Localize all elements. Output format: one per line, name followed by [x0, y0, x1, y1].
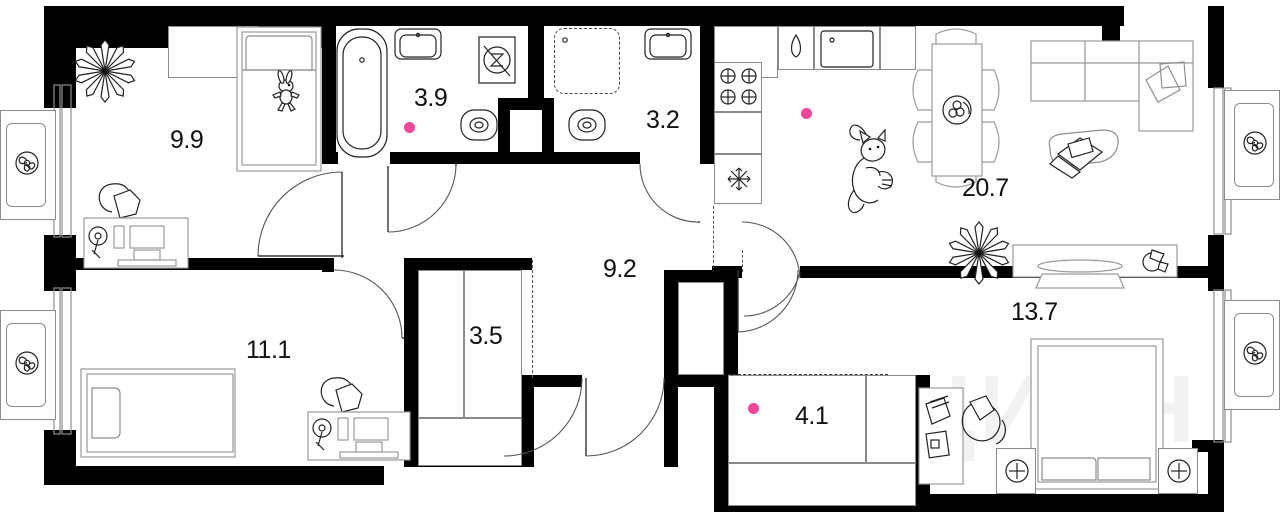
area-label-hallway: 9.2 [603, 255, 637, 283]
door-child-room[interactable] [254, 168, 346, 260]
marker-kitchen[interactable] [801, 108, 812, 119]
kitchen-base-cabinet [714, 112, 762, 154]
wardrobe-storage-bottom [418, 418, 522, 466]
plant-icon [948, 221, 1010, 285]
marker-laundry[interactable] [748, 403, 759, 414]
wall-kitchen-bedroom-left [712, 266, 742, 278]
area-label-master-bedroom: 13.7 [1011, 298, 1058, 326]
laundry-closet-interior [678, 282, 724, 375]
desk-icon [307, 377, 411, 461]
area-label-bedroom-left: 11.1 [246, 336, 291, 364]
sofa-icon [1030, 40, 1194, 132]
wall-child-bath [322, 26, 336, 164]
stove-burners-icon [720, 68, 757, 105]
desk-icon [83, 183, 189, 269]
area-label-bathroom-second: 3.2 [646, 106, 680, 134]
air-conditioner-icon [1243, 131, 1267, 155]
wall-bath-main-bottom [322, 152, 338, 164]
snowflake-icon [727, 167, 751, 191]
bed-double-icon [1030, 338, 1164, 490]
shower-drain-icon [562, 37, 568, 43]
laundry-unit-side [866, 375, 916, 463]
wall-laundry-left [714, 375, 728, 510]
area-label-laundry: 4.1 [795, 402, 829, 430]
faucet-icon [790, 33, 802, 58]
lamp-icon [1167, 459, 1191, 483]
shower-icon [554, 28, 620, 94]
wall-right-outer-bottom [1208, 440, 1224, 506]
opening-laundry-closet-top [742, 250, 743, 272]
door-bathroom-main[interactable] [387, 163, 460, 236]
rabbit-toy-icon [272, 70, 300, 112]
kitchen-sink-icon [820, 30, 874, 68]
plant-icon [74, 39, 136, 103]
sink-icon [394, 28, 442, 60]
wall-storage-right [520, 375, 534, 467]
sink-icon [644, 28, 692, 60]
bathtub-icon [336, 28, 388, 158]
tv-icon [1012, 244, 1178, 289]
wall-bottom-left [44, 466, 384, 485]
door-master-bedroom-arc[interactable] [743, 271, 806, 318]
wall-right-outer-mid2 [1208, 235, 1224, 291]
wall-pipe-chase-b [470, 152, 580, 164]
door-corridor-bottom[interactable] [585, 377, 668, 460]
door-storage[interactable] [503, 377, 664, 460]
area-label-storage: 3.5 [469, 322, 503, 350]
kitchen-upper-cabinet-2 [778, 26, 814, 70]
wall-laundry-closet-right [724, 270, 738, 375]
wall-bath-main-bottom2 [390, 152, 470, 164]
storage-opening-dash [532, 260, 533, 378]
laundry-unit-lower [728, 463, 916, 506]
bed-single-icon [236, 26, 322, 172]
wall-right-outer-mid [1208, 6, 1224, 88]
dining-table-icon [912, 28, 1000, 188]
wall-pipe-chase-l [498, 98, 510, 164]
laptop-icon [1048, 129, 1119, 179]
wall-corridor-right-vert [664, 375, 678, 467]
wall-bath-kitchen [700, 26, 714, 164]
area-label-living-kitchen: 20.7 [962, 174, 1009, 202]
wall-right-outer-bottom2 [1192, 440, 1224, 452]
toilet-icon [460, 109, 498, 141]
marker-bathroom-main[interactable] [404, 122, 415, 133]
wall-corridor-left-vert [322, 258, 334, 272]
chair-icon [961, 395, 1006, 445]
bed-single-icon [80, 368, 236, 458]
wall-top-left-band2 [76, 26, 170, 48]
wall-between-bathrooms [528, 26, 544, 100]
wall-top-outer [44, 6, 1118, 26]
air-conditioner-icon [1243, 341, 1267, 365]
air-conditioner-icon [15, 351, 39, 375]
laundry-unit-main [728, 375, 866, 463]
air-conditioner-icon [15, 151, 39, 175]
desk-icon [918, 387, 964, 485]
washing-machine-icon [478, 36, 516, 84]
opening-corridor-kitchen [713, 206, 714, 268]
wardrobe-storage-right [464, 270, 522, 418]
wall-pipe-chase-r [542, 98, 554, 164]
wall-bath-second-bottom [580, 152, 640, 164]
toilet-icon [568, 109, 606, 141]
door-bathroom-second[interactable] [639, 163, 700, 224]
area-label-child-bedroom: 9.9 [170, 126, 204, 154]
area-label-bathroom-main: 3.9 [414, 84, 448, 112]
lamp-icon [1005, 459, 1029, 483]
door-master-bedroom[interactable] [741, 221, 804, 340]
laundry-opening-dash [728, 374, 888, 375]
wall-corridor-right-top [664, 375, 720, 387]
wall-right-edge-top [1118, 6, 1124, 26]
cat-icon [847, 124, 893, 214]
wall-storage-right-top [520, 375, 582, 387]
door-bedroom-left[interactable] [333, 269, 404, 340]
wall-laundry-closet-left [664, 270, 678, 375]
wall-pipe-chase [498, 98, 554, 110]
kitchen-upper-cabinet-3 [880, 26, 916, 70]
wardrobe-storage-left [418, 270, 464, 418]
wall-storage-top [404, 258, 532, 270]
